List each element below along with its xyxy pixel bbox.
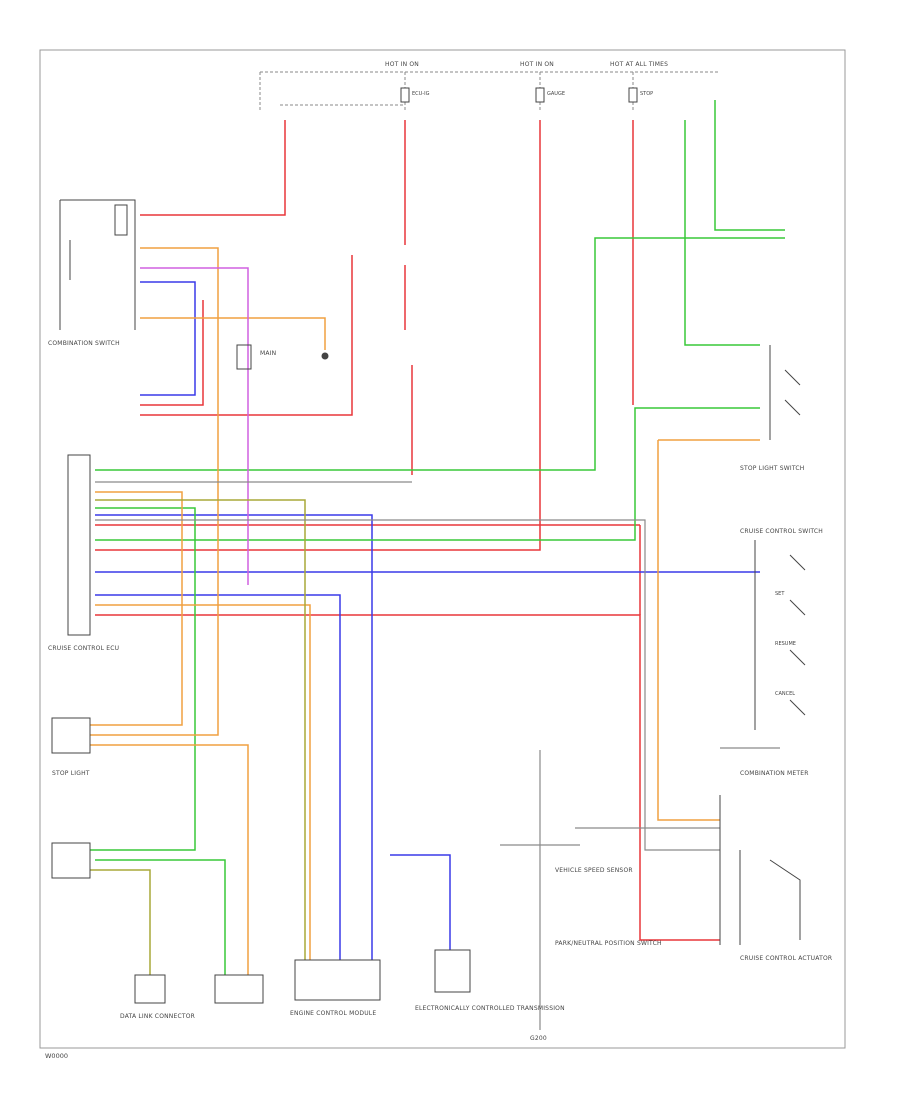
label-vehicle-speed-sensor: VEHICLE SPEED SENSOR bbox=[555, 867, 633, 874]
left-connectors bbox=[51, 717, 91, 879]
cruise-control-switch bbox=[754, 540, 806, 730]
bottom-left-components bbox=[134, 949, 471, 1004]
red-wires bbox=[95, 120, 720, 941]
stop-light-switch bbox=[769, 345, 801, 440]
violet-wire bbox=[140, 267, 249, 585]
label-cruise-control-actuator: CRUISE CONTROL ACTUATOR bbox=[740, 955, 832, 962]
green-wires bbox=[90, 100, 785, 975]
olive-wire bbox=[90, 499, 306, 975]
fuse-label-stop: STOP bbox=[640, 91, 653, 97]
label-combination-meter: COMBINATION METER bbox=[740, 770, 809, 777]
label-stop-light-switch: STOP LIGHT SWITCH bbox=[740, 465, 805, 472]
power-label-1: HOT IN ON bbox=[385, 61, 419, 68]
footer-code: W0000 bbox=[45, 1052, 68, 1060]
label-combination-switch: COMBINATION SWITCH bbox=[48, 340, 120, 347]
label-electronically-controlled-transmission: ELECTRONICALLY CONTROLLED TRANSMISSION bbox=[415, 1005, 565, 1012]
fuse-label-gauge: GAUGE bbox=[547, 91, 565, 97]
label-park-neutral-switch: PARK/NEUTRAL POSITION SWITCH bbox=[555, 940, 662, 947]
label-resume: RESUME bbox=[775, 641, 796, 647]
label-set: SET bbox=[775, 591, 785, 597]
fuses bbox=[400, 87, 638, 103]
label-cruise-control-ecu: CRUISE CONTROL ECU bbox=[48, 645, 119, 652]
power-bus bbox=[259, 71, 720, 110]
label-stop-light: STOP LIGHT bbox=[52, 770, 90, 777]
power-label-3: HOT AT ALL TIMES bbox=[610, 61, 668, 68]
blue-wires bbox=[95, 281, 760, 960]
combination-switch bbox=[59, 199, 136, 330]
gray-wires bbox=[95, 481, 780, 1030]
label-engine-control-module: ENGINE CONTROL MODULE bbox=[290, 1010, 376, 1017]
label-data-link-connector: DATA LINK CONNECTOR bbox=[120, 1013, 195, 1020]
power-label-2: HOT IN ON bbox=[520, 61, 554, 68]
cruise-main-switch bbox=[236, 344, 329, 370]
label-main: MAIN bbox=[260, 350, 276, 357]
fuse-label-ecu-ig: ECU-IG bbox=[412, 91, 430, 97]
label-cancel: CANCEL bbox=[775, 691, 795, 697]
cruise-control-ecu bbox=[67, 454, 91, 636]
orange-wires bbox=[90, 247, 760, 975]
diagram-border bbox=[39, 49, 846, 1049]
label-ground: G200 bbox=[530, 1035, 547, 1042]
label-cruise-control-switch: CRUISE CONTROL SWITCH bbox=[740, 528, 823, 535]
cruise-control-actuator bbox=[719, 795, 801, 945]
